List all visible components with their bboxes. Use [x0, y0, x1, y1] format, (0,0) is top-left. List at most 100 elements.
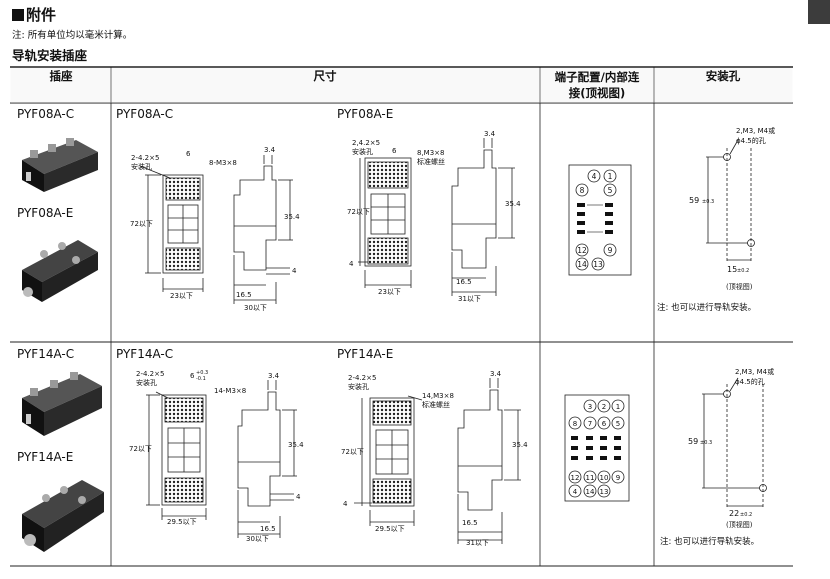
mount-spec: ϕ4.5的孔	[736, 136, 766, 145]
dim-height: 72以下	[341, 448, 364, 456]
dim-title: PYF14A-E	[337, 347, 393, 361]
socket-label: PYF08A-C	[17, 107, 74, 121]
dim-hole-label: 安装孔	[348, 382, 369, 391]
pin-label: 1	[608, 172, 613, 181]
dim-top: 6	[186, 150, 191, 158]
side-top: 3.4	[484, 130, 496, 138]
socket-photo-pyf14a-c	[22, 372, 102, 436]
side-width: 30以下	[244, 304, 267, 312]
terminal-diagram-pyf08a: 4 1 8 5 12 9 14 13	[568, 164, 632, 276]
section-title: 附件	[12, 4, 56, 25]
dim-width: 29.5以下	[375, 525, 405, 533]
dim-top-tol: +0.3	[196, 370, 208, 376]
mounting-holes-pyf08a	[706, 139, 755, 262]
terminal-pin	[597, 416, 611, 430]
pin-label: 4	[573, 488, 578, 496]
terminal-pin	[575, 183, 589, 197]
dim-hole-spec: 2-4.2×5	[136, 370, 164, 378]
side-view-pyf08a-e	[451, 138, 515, 296]
side-width: 31以下	[458, 295, 481, 303]
pin-label: 10	[600, 474, 609, 482]
dim-screw-note: 标准螺丝	[417, 157, 445, 166]
front-view-pyf08a-e	[358, 157, 412, 288]
terminal-pin	[575, 257, 589, 271]
dim-width: 23以下	[378, 288, 401, 296]
dim-width: 29.5以下	[167, 518, 197, 526]
side-height: 35.4	[505, 200, 521, 208]
side-view-pyf14a-e	[457, 378, 521, 544]
pin-label: 2	[602, 403, 606, 411]
mount-width-tol: ±0.2	[737, 268, 749, 274]
col-header-socket: 插座	[50, 69, 73, 83]
side-view-pyf08a-c	[233, 155, 293, 304]
side-width: 30以下	[246, 535, 269, 543]
terminal-pin	[575, 243, 589, 257]
terminal-pin	[583, 416, 597, 430]
front-view-pyf14a-c	[146, 391, 207, 520]
dim-hole-spec: 2-4.2×5	[348, 374, 376, 382]
side-left: 16.5	[456, 278, 472, 286]
side-width: 31以下	[466, 539, 489, 547]
side-left: 16.5	[462, 519, 478, 527]
front-view-pyf08a-c	[139, 165, 204, 292]
corner-tab[interactable]	[808, 0, 830, 24]
side-view-pyf14a-c	[237, 380, 297, 538]
terminal-pin	[568, 484, 582, 498]
dim-screw: 14,M3×8	[422, 392, 454, 400]
mount-spec: 2,M3, M4或	[735, 367, 774, 376]
terminal-pin	[611, 399, 625, 413]
terminal-pin	[597, 399, 611, 413]
dim-left-small: 4	[343, 500, 348, 508]
mount-view: (顶视图)	[726, 520, 753, 529]
pin-label: 9	[608, 246, 613, 255]
pin-label: 4	[592, 172, 597, 181]
terminal-diagram-pyf14a: 3 2 1 8 7 6 5 12 11 10 9 4 14 13	[564, 394, 630, 502]
pin-label: 6	[602, 420, 607, 428]
side-left: 16.5	[236, 291, 252, 299]
terminal-pin	[597, 484, 611, 498]
side-top: 3.4	[264, 146, 276, 154]
mount-remark: 注: 也可以进行导轨安装。	[657, 302, 756, 313]
side-small: 4	[296, 493, 301, 501]
dim-hole-label: 安装孔	[131, 162, 152, 171]
dim-left-small: 4	[349, 260, 354, 268]
side-left: 16.5	[260, 525, 276, 533]
row-pyf14a: PYF14A-C PYF14A-E PYF14A-C PYF14A-E	[17, 347, 774, 552]
pin-label: 12	[577, 246, 587, 255]
dim-top: 6	[392, 147, 397, 155]
dim-screw: 8-M3×8	[209, 159, 237, 167]
pin-label: 7	[588, 420, 592, 428]
dim-title: PYF08A-E	[337, 107, 393, 121]
terminal-pin	[603, 183, 617, 197]
mount-spec: 2,M3, M4或	[736, 126, 775, 135]
header-shade	[10, 68, 793, 103]
pin-label: 13	[600, 488, 609, 496]
mount-width-tol: ±0.2	[740, 512, 752, 518]
terminal-pin	[611, 470, 625, 484]
side-small: 4	[292, 267, 297, 275]
subsection-title: 导轨安装插座	[12, 48, 88, 63]
side-top: 3.4	[268, 372, 280, 380]
side-height: 35.4	[284, 213, 300, 221]
mount-height: 59	[688, 437, 698, 446]
col-header-terminal-line1: 端子配置/内部连	[555, 70, 640, 84]
pin-label: 14	[577, 260, 587, 269]
dim-hole-spec: 2-4.2×5	[131, 154, 159, 162]
socket-photo-pyf08a-c	[22, 138, 98, 192]
dim-hole-label: 安装孔	[136, 378, 157, 387]
pin-label: 1	[616, 403, 620, 411]
dim-screw: 14-M3×8	[214, 387, 246, 395]
socket-label: PYF14A-C	[17, 347, 74, 361]
terminal-pin	[587, 169, 601, 183]
mount-height: 59	[689, 196, 699, 205]
table-header: 插座 尺寸 端子配置/内部连 接(顶视图) 安装孔	[50, 69, 741, 100]
socket-label: PYF14A-E	[17, 450, 73, 464]
dim-top-tol: -0.1	[196, 376, 206, 382]
socket-photo-pyf14a-e	[22, 480, 104, 552]
pin-label: 9	[616, 474, 620, 482]
mount-width: 22	[729, 509, 739, 518]
terminal-pin	[583, 470, 597, 484]
pin-label: 5	[608, 186, 613, 195]
col-header-dimensions: 尺寸	[314, 69, 337, 83]
